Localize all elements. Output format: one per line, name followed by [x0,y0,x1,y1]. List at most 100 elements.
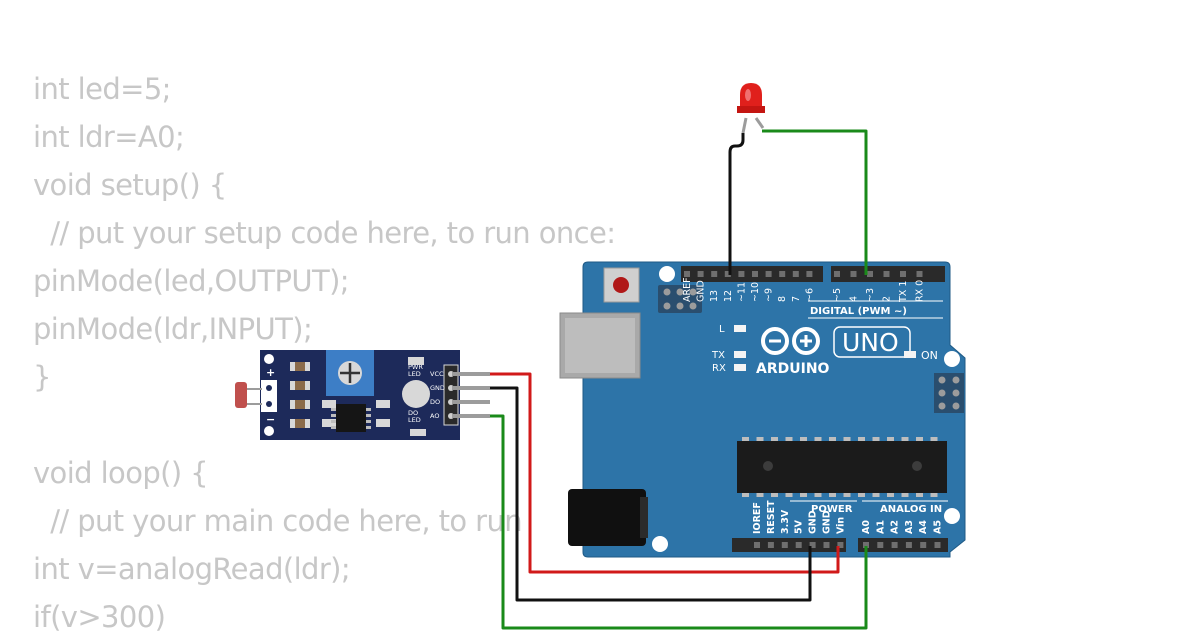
digital-pin-hole[interactable] [765,271,772,277]
power-jack[interactable] [568,489,648,546]
arduino-logo [761,327,820,355]
icsp-header-top [658,285,702,313]
digital-pin-label: ~6 [804,288,815,302]
mounting-hole [659,266,675,282]
power-pin-label: GND [808,510,819,534]
pwr-led-label-line2: LED [408,370,421,378]
reset-button[interactable] [603,267,640,303]
digital-pin-hole[interactable] [724,271,731,277]
digital-pin-label: 8 [777,296,788,302]
smd-components [290,362,390,428]
sensor-pin-label: GND [430,384,445,392]
sensor-pin-label: AO [430,412,439,420]
digital-pin-hole[interactable] [697,271,704,277]
digital-pin-hole[interactable] [867,271,873,277]
digital-pin-label: 13 [709,290,720,302]
digital-pin-label: ~3 [865,288,876,302]
pwr-led-top [408,357,424,365]
code-line: int ldr=A0; [33,120,185,154]
digital-pin-hole[interactable] [738,271,745,277]
digital-pin-hole[interactable] [850,271,857,277]
wire-vcc-5v[interactable] [490,372,840,574]
ldr-sensor-module[interactable]: + − [235,350,490,440]
l-led [734,325,746,332]
power-pin-hole[interactable] [754,542,760,548]
power-pin-hole[interactable] [809,542,816,548]
code-line: pinMode(led,OUTPUT); [33,264,350,298]
uno-badge [833,326,911,358]
power-pin-label: IOREF [752,502,763,534]
sensor-led-lens [402,380,430,408]
code-line: int v=analogRead(ldr); [33,552,351,586]
analog-pin-label: A2 [890,520,901,534]
power-pin-label: 5V [794,519,805,534]
do-led-label: DO LED [408,409,421,424]
power-pin-hole[interactable] [767,542,774,548]
digital-pin-label: RX 0 [915,280,926,302]
analog-pin-hole[interactable] [920,542,927,548]
arduino-logo-symbols [769,335,812,347]
digital-pin-label: ~9 [764,288,775,302]
tx-led [734,351,746,358]
power-pin-label: RESET [766,500,777,534]
digital-pin-label: GND [696,280,707,302]
analog-pin-hole[interactable] [934,542,941,548]
on-led [904,351,916,358]
digital-pin-hole[interactable] [834,271,840,277]
sensor-pin-label: VCC [430,370,444,378]
sensor-minus: − [266,413,275,426]
red-led[interactable] [737,83,765,134]
digital-pin-hole[interactable] [792,271,799,277]
digital-pin-hole[interactable] [806,271,813,277]
wire-gnd-gnd[interactable] [490,386,812,602]
wire-led-pin5[interactable] [762,129,868,275]
on-led-label: ON [921,349,938,362]
analog-label: ANALOG IN [880,504,942,515]
digital-pin-label: AREF [682,277,693,302]
wire-led-gnd[interactable] [728,133,745,275]
digital-pin-hole[interactable] [900,271,906,277]
digital-pin-label: TX 1 [898,281,909,303]
analog-pin-hole[interactable] [863,542,869,548]
code-line: void setup() { [33,168,227,202]
power-pin-label: 3.3V [780,509,791,534]
digital-pin-hole[interactable] [752,271,758,277]
l-led-label: L [719,324,725,335]
code-listing: int led=5; int ldr=A0; void setup() { // p… [33,68,616,644]
code-line: } [33,360,51,394]
power-pin-hole[interactable] [837,542,844,548]
digital-pin-hole[interactable] [883,271,890,277]
digital-pin-label: ~5 [832,288,843,302]
potentiometer[interactable] [326,350,374,396]
power-pin-hole[interactable] [781,542,788,548]
digital-label: DIGITAL (PWM ~) [810,306,907,317]
photoresistor [235,382,262,408]
digital-pin-hole[interactable] [916,271,923,277]
bottom-pin-holes [754,542,941,548]
usb-connector[interactable] [559,312,641,379]
wire-ao-a0[interactable] [490,414,868,630]
digital-pin-hole[interactable] [684,271,690,277]
code-line: void loop() { [33,456,209,490]
power-pin-hole[interactable] [823,542,830,548]
analog-pin-hole[interactable] [877,542,884,548]
code-line: // put your setup code here, to run once… [33,216,616,250]
digital-pin-hole[interactable] [779,271,786,277]
digital-pin-holes [684,271,923,277]
power-pin-hole[interactable] [795,542,802,548]
code-line: if(v>300) [33,600,166,634]
code-line: int led=5; [33,72,171,106]
mounting-hole [944,508,960,524]
analog-pin-hole[interactable] [891,542,898,548]
tx-led-label: TX [711,350,725,361]
analog-pin-label: A3 [904,520,915,534]
digital-pin-hole[interactable] [711,271,718,277]
sensor-plus: + [266,366,275,379]
mounting-hole [652,536,668,552]
arduino-brand: ARDUINO [756,361,830,377]
analog-pin-hole[interactable] [905,542,912,548]
code-line: // put your main code here, to run [33,504,523,538]
analog-pin-label: A0 [861,520,872,534]
